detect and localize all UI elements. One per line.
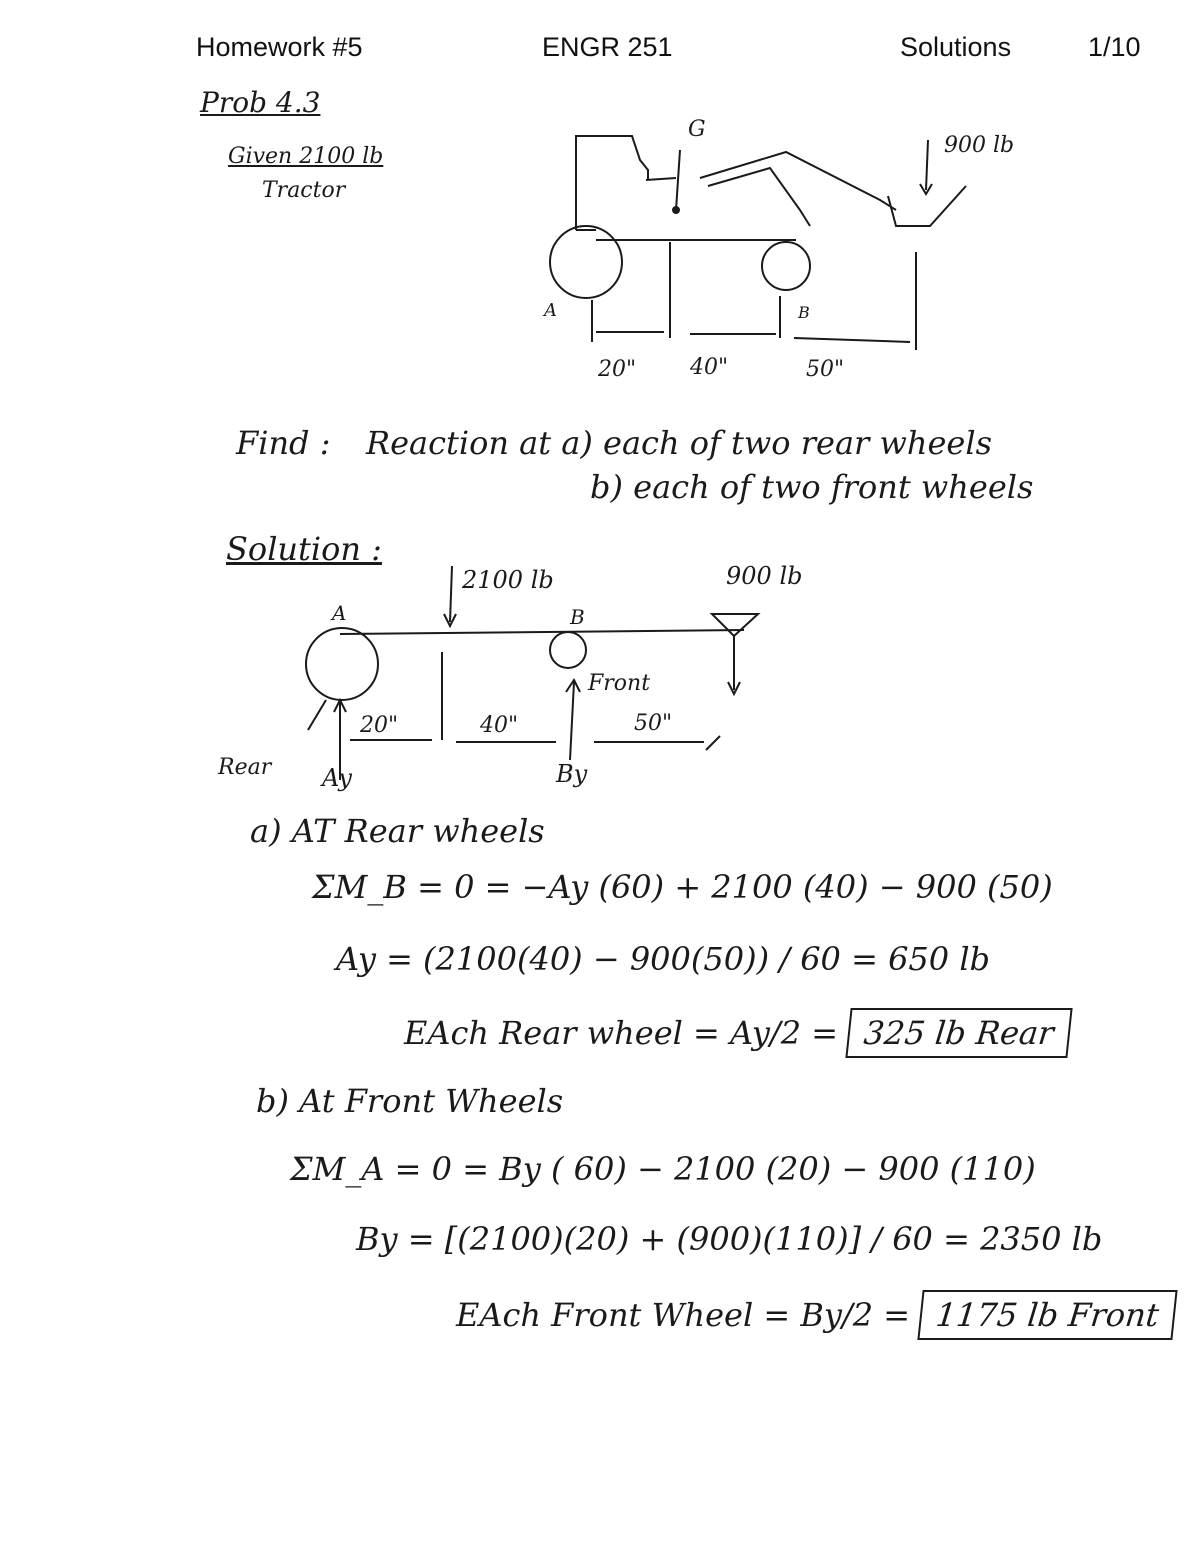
part-b-heading: b) At Front Wheels — [256, 1082, 564, 1120]
page-number: 1/10 — [1088, 32, 1141, 62]
part-b-eq2: By = [(2100)(20) + (900)(110)] / 60 = 23… — [356, 1220, 1103, 1258]
part-a-heading: a) AT Rear wheels — [250, 812, 545, 850]
part-b-eq3: EAch Front Wheel = By/2 = 1175 lb Front — [456, 1290, 1178, 1340]
solution-label: Solution : — [226, 530, 382, 568]
header-right: Solutions — [900, 32, 1012, 62]
part-a-eq3: EAch Rear wheel = Ay/2 = 325 lb Rear — [404, 1008, 1073, 1058]
fig1-dim-2: 40" — [689, 355, 728, 380]
part-a-eq1: ΣM_B = 0 = −Ay (60) + 2100 (40) − 900 (5… — [312, 868, 1053, 906]
fig1-label-g: G — [688, 117, 706, 142]
find-label: Find : — [236, 424, 331, 462]
problem-title: Prob 4.3 — [200, 86, 321, 119]
given-line-2: Tractor — [262, 178, 346, 203]
part-a-eq3-text: EAch Rear wheel = Ay/2 = — [404, 1014, 839, 1052]
header-center: ENGR 251 — [542, 32, 673, 62]
part-b-eq3-text: EAch Front Wheel = By/2 = — [456, 1296, 911, 1334]
part-a-answer-box: 325 lb Rear — [845, 1008, 1073, 1058]
fig1-load: 900 lb — [944, 133, 1014, 158]
fig1-dim-3: 50" — [806, 357, 844, 382]
find-line-2: b) each of two front wheels — [590, 468, 1034, 506]
part-a-eq2: Ay = (2100(40) − 900(50)) / 60 = 650 lb — [336, 940, 991, 978]
fig1-label-b: B — [797, 303, 810, 322]
header-left: Homework #5 — [196, 32, 363, 62]
fig1-dim-1: 20" — [597, 357, 636, 382]
fig1-label-a: A — [542, 300, 557, 321]
part-b-eq1: ΣM_A = 0 = By ( 60) − 2100 (20) − 900 (1… — [290, 1150, 1036, 1188]
given-line-1: Given 2100 lb — [228, 144, 384, 169]
find-line-1: Reaction at a) each of two rear wheels — [366, 424, 993, 462]
part-b-answer-box: 1175 lb Front — [917, 1290, 1178, 1340]
